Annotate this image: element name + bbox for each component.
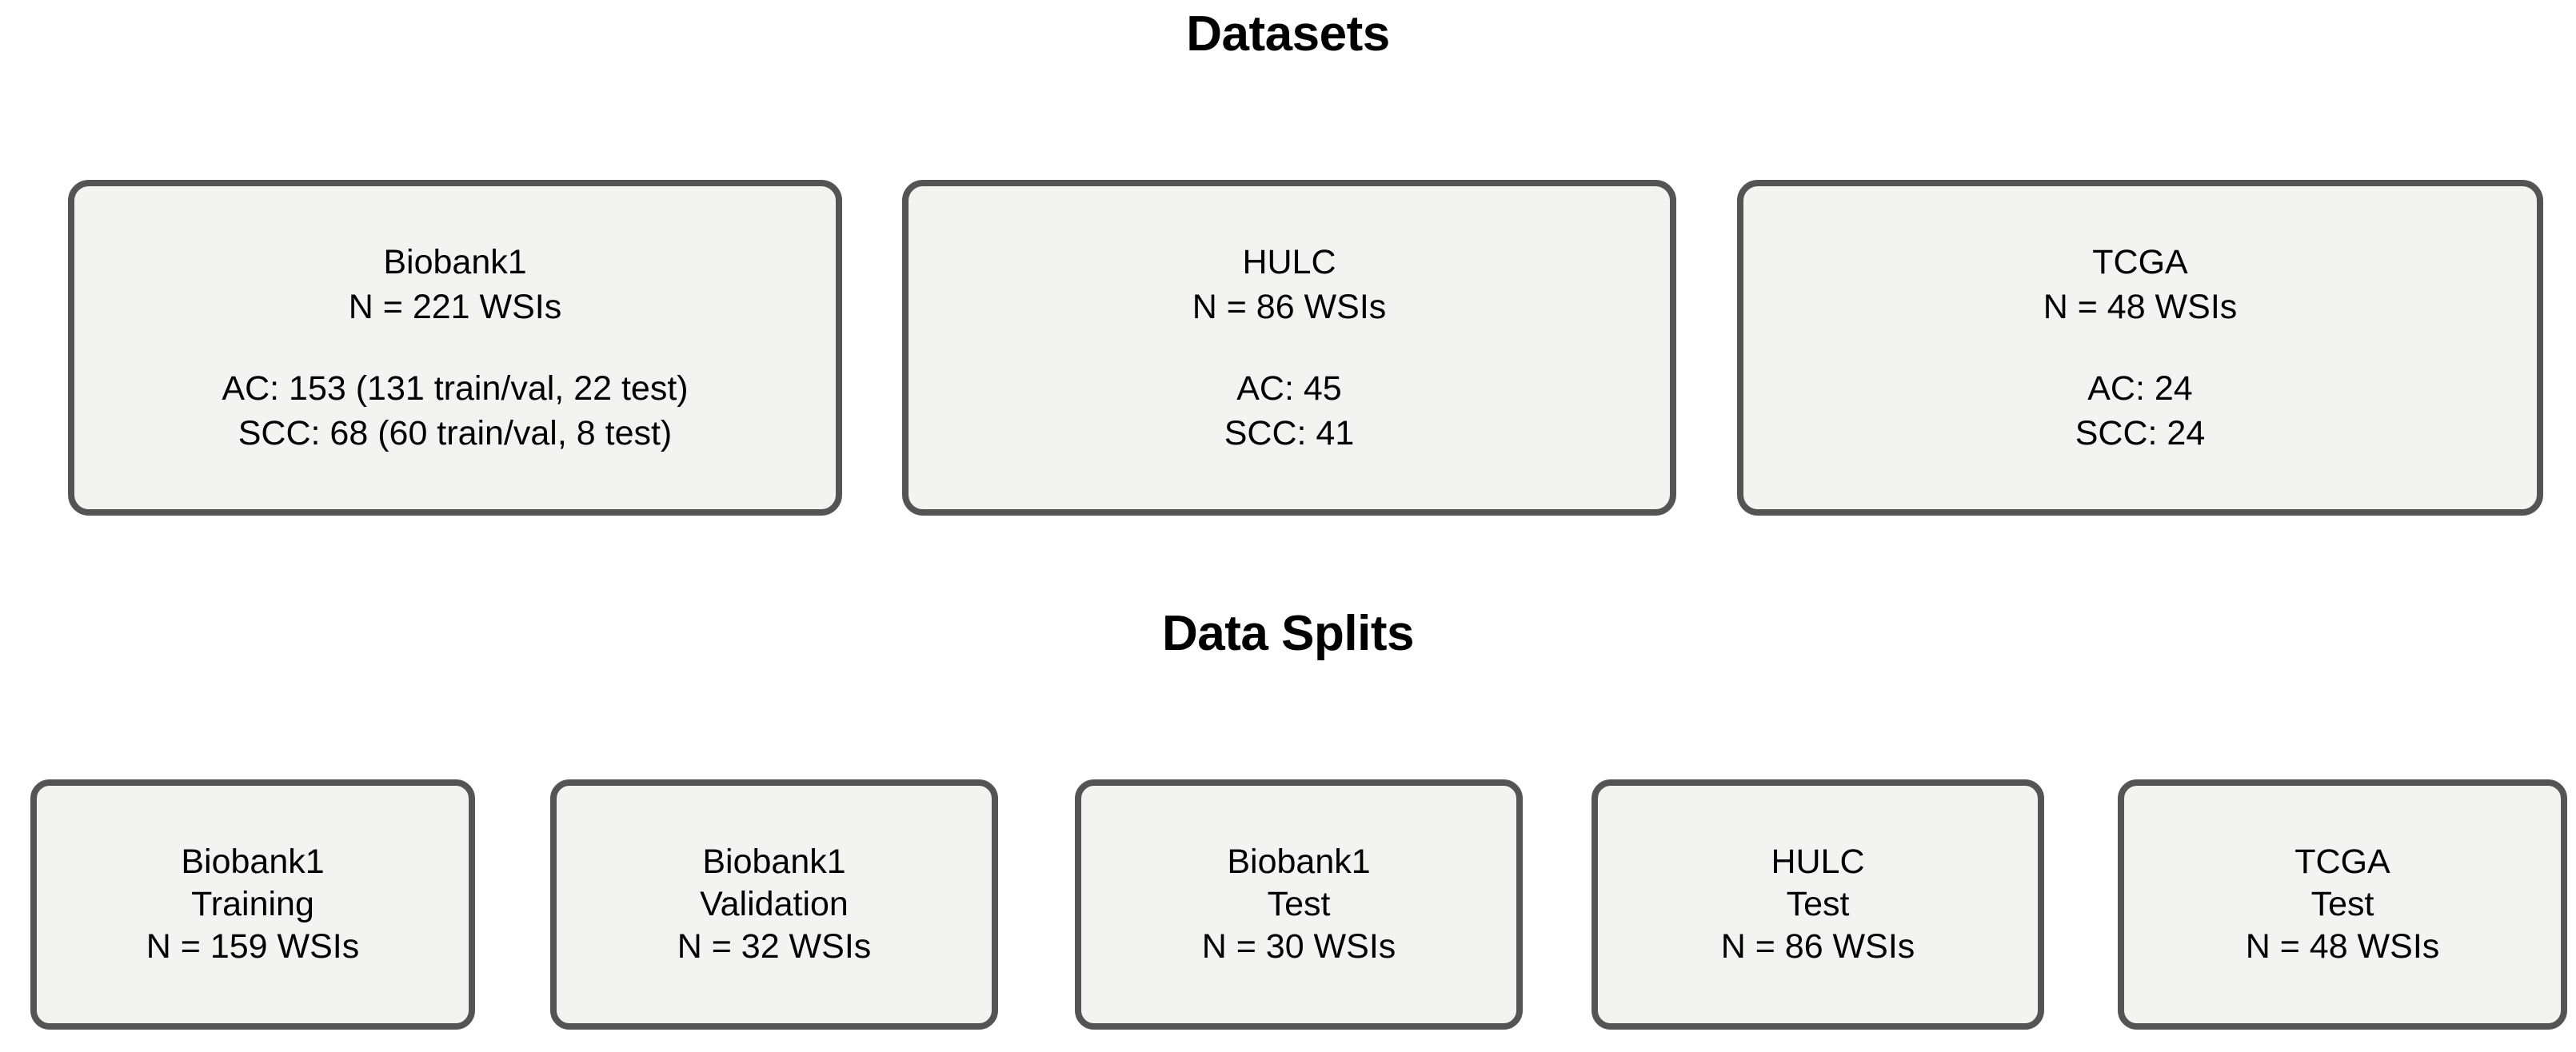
dataset-header: Biobank1 N = 221 WSIs: [349, 240, 561, 329]
split-name: Training: [191, 885, 314, 923]
dataset-detail: AC: 45 SCC: 41: [1224, 366, 1355, 456]
dataset-count: N = 221 WSIs: [348, 288, 562, 326]
dataset-name: Biobank1: [383, 243, 527, 281]
dataset-detail-ac: AC: 24: [2087, 369, 2193, 408]
dataset-detail: AC: 24 SCC: 24: [2075, 366, 2206, 456]
split-dataset-name: Biobank1: [181, 843, 325, 881]
split-box-biobank1-training: Biobank1 Training N = 159 WSIs: [30, 779, 475, 1030]
dataset-detail-scc: SCC: 41: [1224, 414, 1355, 452]
split-count: N = 159 WSIs: [146, 927, 360, 966]
split-count: N = 48 WSIs: [2245, 927, 2440, 966]
dataset-box-hulc: HULC N = 86 WSIs AC: 45 SCC: 41: [902, 180, 1676, 516]
dataset-detail-scc: SCC: 68 (60 train/val, 8 test): [238, 414, 673, 452]
dataset-name: HULC: [1242, 243, 1336, 281]
dataset-detail: AC: 153 (131 train/val, 22 test) SCC: 68…: [222, 366, 688, 456]
dataset-header: TCGA N = 48 WSIs: [2043, 240, 2238, 329]
dataset-box-tcga: TCGA N = 48 WSIs AC: 24 SCC: 24: [1737, 180, 2543, 516]
dataset-name: TCGA: [2092, 243, 2188, 281]
split-name: Test: [2310, 885, 2374, 923]
split-box-biobank1-validation: Biobank1 Validation N = 32 WSIs: [550, 779, 998, 1030]
split-box-hulc-test: HULC Test N = 86 WSIs: [1592, 779, 2044, 1030]
split-name: Test: [1786, 885, 1850, 923]
split-name: Validation: [700, 885, 849, 923]
split-count: N = 86 WSIs: [1720, 927, 1915, 966]
dataset-count: N = 48 WSIs: [2043, 288, 2238, 326]
dataset-detail-ac: AC: 45: [1236, 369, 1342, 408]
split-dataset-name: HULC: [1771, 843, 1865, 881]
dataset-detail-ac: AC: 153 (131 train/val, 22 test): [222, 369, 689, 408]
split-name: Test: [1267, 885, 1331, 923]
data-splits-section-title: Data Splits: [1162, 606, 1414, 661]
dataset-detail-scc: SCC: 24: [2075, 414, 2206, 452]
dataset-count: N = 86 WSIs: [1192, 288, 1387, 326]
split-box-biobank1-test: Biobank1 Test N = 30 WSIs: [1075, 779, 1523, 1030]
dataset-header: HULC N = 86 WSIs: [1192, 240, 1387, 329]
datasets-section-title: Datasets: [1186, 6, 1390, 62]
split-dataset-name: Biobank1: [1227, 843, 1371, 881]
split-dataset-name: Biobank1: [702, 843, 846, 881]
split-count: N = 32 WSIs: [677, 927, 872, 966]
split-count: N = 30 WSIs: [1201, 927, 1396, 966]
split-box-tcga-test: TCGA Test N = 48 WSIs: [2118, 779, 2567, 1030]
dataset-box-biobank1: Biobank1 N = 221 WSIs AC: 153 (131 train…: [68, 180, 842, 516]
split-dataset-name: TCGA: [2294, 843, 2390, 881]
